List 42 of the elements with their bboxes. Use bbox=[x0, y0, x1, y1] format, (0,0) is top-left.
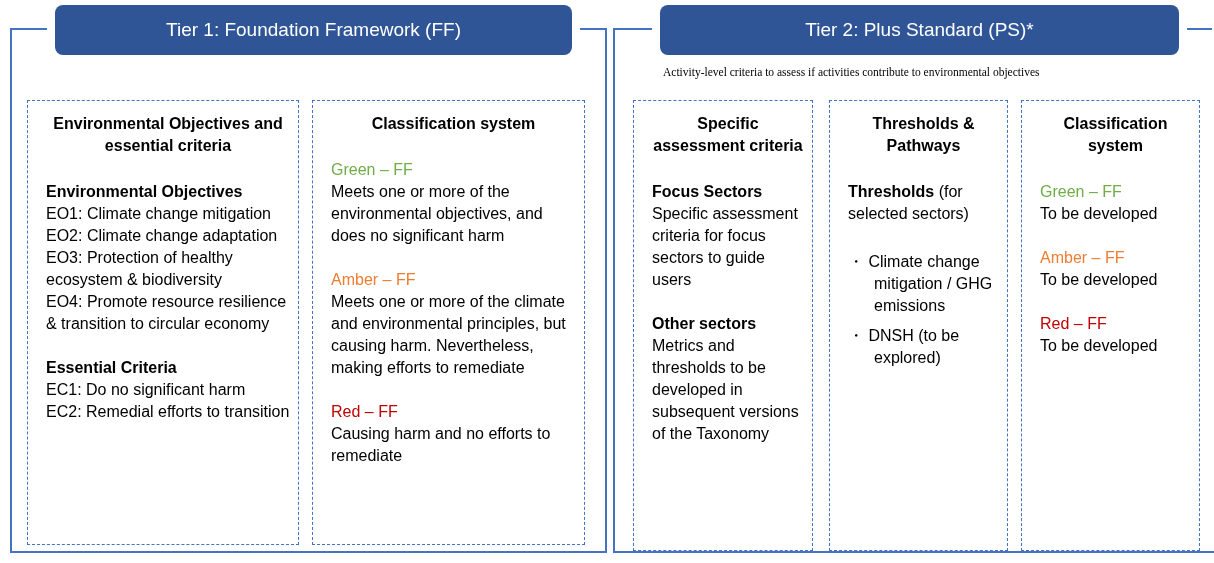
tier-panel bbox=[10, 5, 607, 553]
body-text: To be developed bbox=[1040, 336, 1159, 356]
category-label: Red – FF bbox=[331, 402, 399, 422]
dashed-panel bbox=[1021, 100, 1200, 551]
panel-heading: Classification system bbox=[1062, 114, 1169, 156]
section-heading: Environmental Objectives bbox=[46, 182, 244, 202]
dashed-panel bbox=[829, 100, 1008, 551]
banner-heading: Tier 1: Foundation Framework (FF) bbox=[55, 5, 572, 55]
dashed-panel bbox=[312, 100, 585, 545]
category-label: Green – FF bbox=[331, 160, 414, 180]
body-text: To be developed bbox=[1040, 270, 1159, 290]
body-text: Causing harm and no efforts to remediate bbox=[331, 424, 552, 466]
dashed-panel bbox=[27, 100, 299, 545]
panel-heading: Specific assessment criteria bbox=[652, 114, 804, 156]
body-text: EO3: Protection of healthy ecosystem & biodiversity bbox=[46, 248, 234, 290]
body-text: EO2: Climate change adaptation bbox=[46, 226, 279, 246]
body-text: EC1: Do no significant harm bbox=[46, 380, 247, 400]
body-text: EO4: Promote resource resilience & transition to circular economy bbox=[46, 292, 288, 334]
body-text: EC2: Remedial efforts to transition bbox=[46, 402, 290, 422]
body-text: Meets one or more of the climate and environmental principles, but causing harm. Nevertheless, making efforts to remediate bbox=[331, 292, 567, 378]
subtitle: Activity-level criteria to assess if activities contribute to environmental objectives bbox=[663, 66, 1040, 78]
section-heading: Other sectors bbox=[652, 314, 758, 334]
panel-heading: Classification system bbox=[370, 114, 537, 134]
section-heading: Essential Criteria bbox=[46, 358, 178, 378]
panel-heading: Thresholds & Pathways bbox=[871, 114, 976, 156]
category-label: Red – FF bbox=[1040, 314, 1108, 334]
panel-heading: Environmental Objectives and essential criteria bbox=[52, 114, 284, 156]
tier-panel bbox=[613, 5, 1214, 553]
body-text: EO1: Climate change mitigation bbox=[46, 204, 272, 224]
category-label: Green – FF bbox=[1040, 182, 1123, 202]
body-text: Thresholds (for selected sectors) bbox=[848, 182, 970, 224]
category-label: Amber – FF bbox=[1040, 248, 1126, 268]
banner-heading: Tier 2: Plus Standard (PS)* bbox=[660, 5, 1179, 55]
dashed-panel bbox=[633, 100, 813, 551]
body-text: To be developed bbox=[1040, 204, 1159, 224]
body-text: Metrics and thresholds to be developed in subsequent versions of the Taxonomy bbox=[652, 336, 800, 444]
section-heading: Focus Sectors bbox=[652, 182, 764, 202]
category-label: Amber – FF bbox=[331, 270, 417, 290]
body-text: Specific assessment criteria for focus sectors to guide users bbox=[652, 204, 799, 290]
bullet-item: ・ DNSH (to be explored) bbox=[848, 326, 961, 368]
bullet-item: ・ Climate change mitigation / GHG emissions bbox=[848, 252, 994, 316]
body-text: Meets one or more of the environmental objectives, and does no significant harm bbox=[331, 182, 544, 246]
